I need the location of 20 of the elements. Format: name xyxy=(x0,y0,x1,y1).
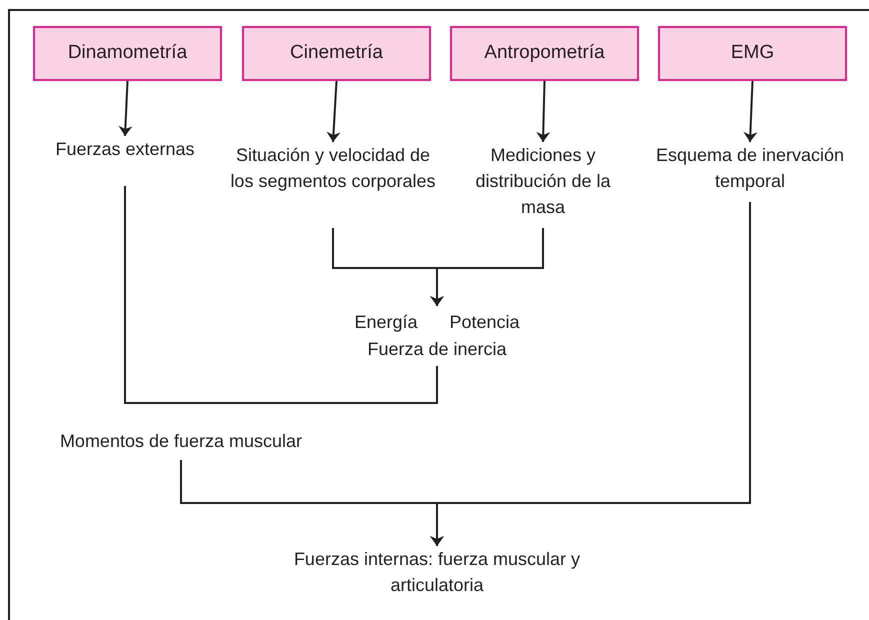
node-label: Situación y velocidad de los segmentos corporales xyxy=(229,144,437,194)
arrow xyxy=(536,80,550,142)
category-box: Antropometría xyxy=(450,26,639,81)
arrow xyxy=(430,202,751,546)
arrow xyxy=(743,80,758,142)
category-box: EMG xyxy=(658,26,847,81)
category-box: Cinemetría xyxy=(242,26,431,81)
node-label: Fuerzas internas: fuerza muscular y articulatoria xyxy=(292,548,582,598)
node-label: Fuerzas externas xyxy=(55,138,195,161)
connector-line xyxy=(124,186,438,404)
node-label: Mediciones y distribución de la masa xyxy=(474,144,612,220)
node-label: Fuerza de inercia xyxy=(367,338,507,361)
node-label: Potencia xyxy=(449,311,520,334)
arrow xyxy=(326,80,341,142)
arrow xyxy=(118,80,132,136)
node-label: Energía xyxy=(354,311,418,334)
node-label: Momentos de fuerza muscular xyxy=(60,430,302,453)
arrow xyxy=(430,228,544,306)
node-label: Esquema de inervación temporal xyxy=(654,144,846,194)
category-box: Dinamometría xyxy=(33,26,222,81)
